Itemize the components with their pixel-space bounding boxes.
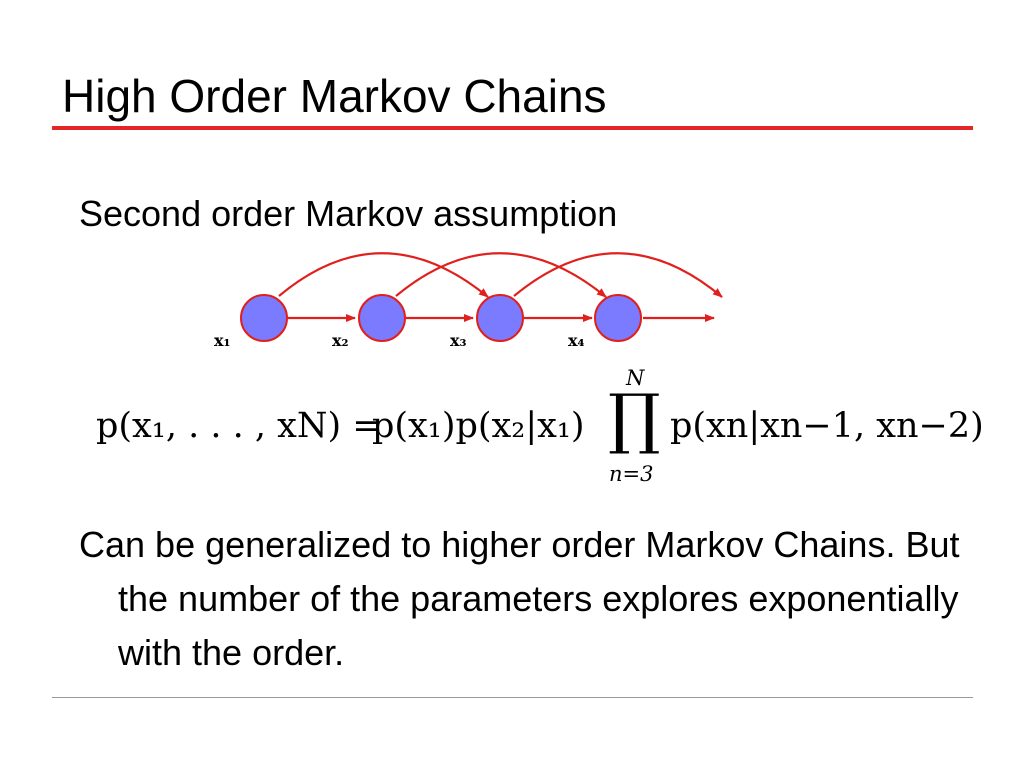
- formula-rhs-prefix: p(x₁)p(x₂|x₁): [372, 406, 585, 446]
- formula-product-term: p(xn|xn−1, xn−2): [670, 406, 984, 446]
- body-paragraph: Can be generalized to higher order Marko…: [79, 524, 960, 673]
- slide-title: High Order Markov Chains: [62, 70, 607, 122]
- skip-edge-2-4: [395, 252, 607, 298]
- node-label-x2: x₂: [332, 331, 349, 350]
- product-lower-limit: n=3: [609, 462, 654, 486]
- subtitle-text: Second order Markov assumption: [79, 193, 618, 234]
- node-label-x4: x₄: [568, 331, 585, 350]
- markov-chain-diagram: x₁ x₂ x₃ x₄: [214, 252, 723, 350]
- node-x4: [594, 294, 642, 342]
- product-symbol: ∏: [608, 380, 661, 457]
- skip-edge-3-out: [513, 252, 723, 298]
- node-x3: [476, 294, 524, 342]
- node-label-x1: x₁: [214, 331, 231, 350]
- product-upper-limit: N: [626, 366, 645, 390]
- node-label-x3: x₃: [450, 331, 467, 350]
- title-underline: [52, 126, 973, 130]
- footer-divider: [52, 697, 973, 698]
- node-x1: [240, 294, 288, 342]
- formula-lhs: p(x₁, . . . , xN) =: [96, 406, 382, 446]
- skip-edge-1-3: [278, 252, 489, 298]
- joint-probability-formula: p(x₁, . . . , xN) = p(x₁)p(x₂|x₁) N ∏ n=…: [96, 366, 984, 488]
- node-x2: [358, 294, 406, 342]
